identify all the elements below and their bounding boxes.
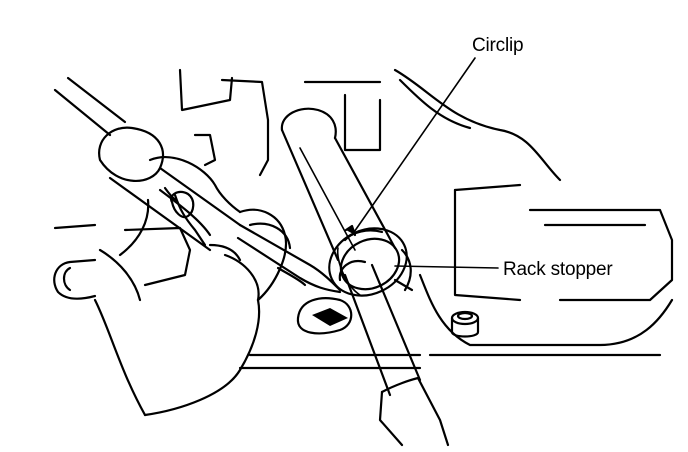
tool-shaft — [338, 260, 450, 447]
circlip-label: Circlip — [472, 35, 524, 56]
hand — [93, 156, 307, 417]
circlip-leader-line — [351, 57, 476, 236]
rack-stopper-leader-line — [394, 265, 499, 269]
rack-stopper-label: Rack stopper — [503, 259, 613, 280]
rack-bar — [280, 107, 397, 262]
steering-gear-housing — [53, 68, 674, 370]
leader-lines — [351, 57, 499, 269]
pick-tool — [53, 76, 342, 294]
